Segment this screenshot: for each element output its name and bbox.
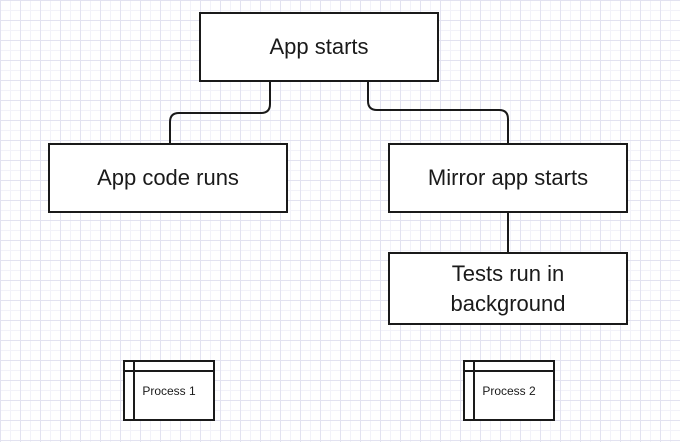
edge-appstarts-to-appcoderuns[interactable] bbox=[169, 82, 271, 143]
edge-appstarts-to-mirrorappstarts[interactable] bbox=[367, 82, 509, 143]
node-process-1-label: Process 1 bbox=[142, 383, 196, 398]
node-process-1[interactable]: Process 1 bbox=[123, 360, 215, 421]
node-process-2[interactable]: Process 2 bbox=[463, 360, 555, 421]
node-process-2-label: Process 2 bbox=[482, 383, 536, 398]
internal-storage-top-line bbox=[125, 370, 213, 372]
node-tests-run-label: Tests run in background bbox=[450, 261, 566, 316]
node-app-starts[interactable]: App starts bbox=[199, 12, 439, 82]
internal-storage-left-line bbox=[473, 362, 475, 419]
node-app-code-runs-label: App code runs bbox=[97, 165, 239, 191]
internal-storage-left-line bbox=[133, 362, 135, 419]
node-mirror-app-starts[interactable]: Mirror app starts bbox=[388, 143, 628, 213]
node-app-code-runs[interactable]: App code runs bbox=[48, 143, 288, 213]
node-mirror-app-starts-label: Mirror app starts bbox=[427, 165, 589, 191]
internal-storage-top-line bbox=[465, 370, 553, 372]
node-tests-run-in-background[interactable]: Tests run in background bbox=[388, 252, 628, 325]
node-app-starts-label: App starts bbox=[269, 34, 369, 60]
